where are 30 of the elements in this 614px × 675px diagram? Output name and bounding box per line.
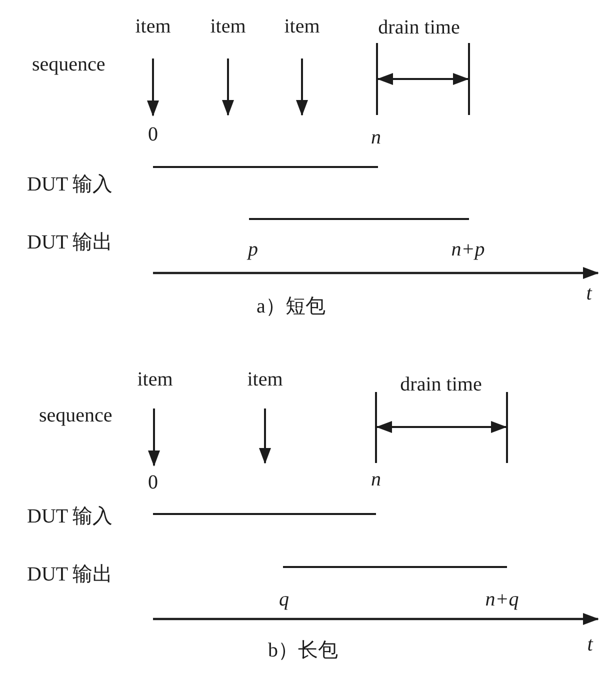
- item-label: item: [284, 16, 320, 38]
- item-label: item: [210, 16, 246, 38]
- time-label: n+p: [451, 238, 485, 262]
- interval-label: drain time: [400, 374, 482, 396]
- row-label: DUT 输出: [27, 564, 113, 586]
- interval-label: drain time: [378, 16, 460, 40]
- arrow: [148, 408, 160, 466]
- arrow: [296, 58, 308, 116]
- subfigure-caption: a）短包: [256, 296, 326, 318]
- row-label: sequence: [39, 404, 112, 428]
- row-label: sequence: [32, 54, 106, 76]
- time-label: n+q: [485, 588, 519, 612]
- axis-label: t: [587, 634, 593, 656]
- axis-label: t: [586, 282, 592, 306]
- item-label: item: [137, 368, 173, 392]
- item-label: item: [247, 368, 283, 392]
- arrow: [222, 58, 234, 116]
- time-label: n: [371, 126, 381, 150]
- item-label: item: [135, 16, 171, 38]
- time-label: q: [279, 588, 289, 612]
- arrow: [147, 58, 159, 116]
- time-label: p: [248, 238, 258, 262]
- subfigure-caption: b）长包: [268, 640, 338, 662]
- row-label: DUT 输入: [27, 506, 113, 528]
- arrow: [259, 408, 271, 464]
- time-label: 0: [148, 124, 158, 146]
- time-label: 0: [148, 472, 158, 494]
- row-label: DUT 输出: [27, 232, 113, 254]
- time-label: n: [371, 468, 381, 492]
- row-label: DUT 输入: [27, 174, 113, 196]
